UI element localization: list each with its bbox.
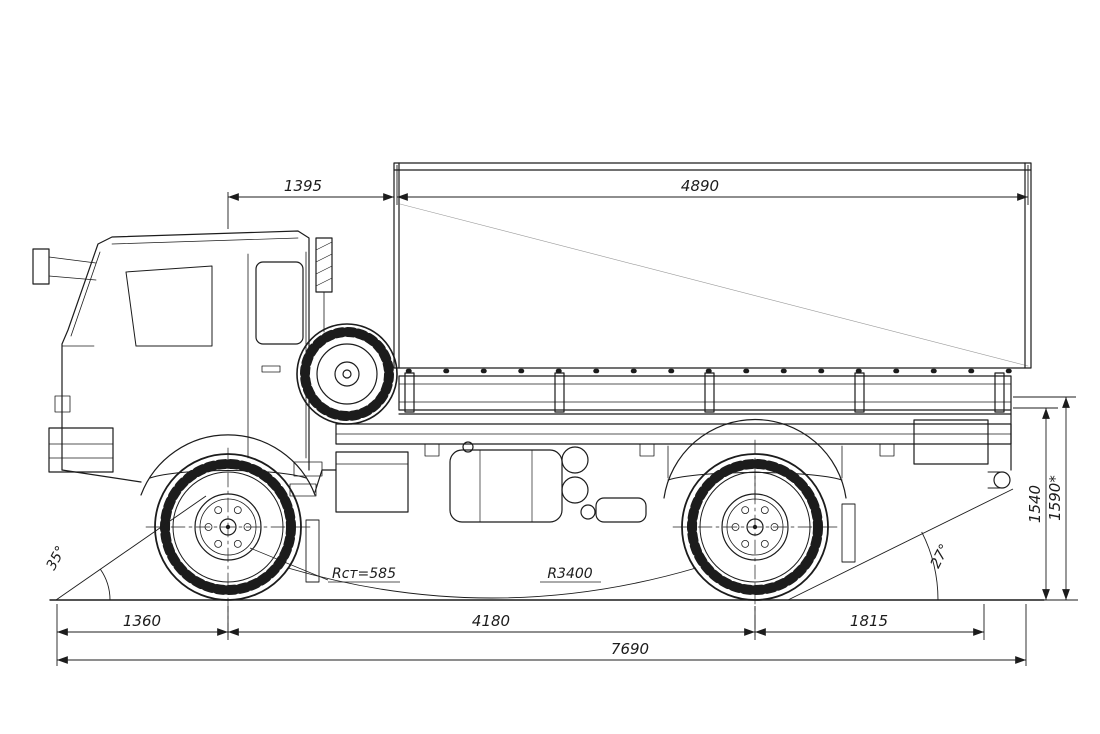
platform-side-board: [398, 372, 1012, 413]
dim-loading-height-unladen: 1590*: [1046, 475, 1064, 521]
front-wheel-arch: [140, 434, 316, 496]
spare-wheel: [296, 323, 398, 425]
tool-box: [335, 451, 409, 513]
front-leaf-spring: [149, 470, 307, 479]
fuel-cap: [462, 441, 474, 453]
cab-step: [293, 461, 323, 477]
door-handle: [261, 365, 281, 373]
static-radius-label: Rст=585: [332, 566, 396, 582]
approach-angle-label: 35°: [44, 543, 70, 572]
dim-wheelbase: 4180: [472, 612, 510, 630]
dim-front-axle-to-platform: 1395: [284, 177, 322, 195]
approach-angle-line: [55, 495, 207, 601]
side-window: [125, 265, 213, 347]
door-window: [255, 261, 304, 345]
fuel-tank: [449, 449, 563, 523]
mirror: [32, 248, 50, 285]
geometry-annotations: [55, 488, 1014, 601]
departure-angle-label: 27°: [928, 541, 954, 570]
approach-angle-arc: [99, 568, 111, 601]
dim-platform-length: 4890: [681, 177, 719, 195]
air-reservoir: [561, 476, 589, 504]
departure-angle-arc: [921, 531, 939, 601]
front-bumper: [48, 427, 114, 473]
truck-outline: [32, 162, 1045, 641]
tow-hook: [993, 471, 1011, 489]
air-reservoir: [561, 446, 589, 474]
headlight: [54, 395, 71, 413]
ramp-radius-label: R3400: [547, 566, 592, 582]
dim-overall-length: 7690: [611, 640, 649, 658]
dim-rear-overhang: 1815: [850, 612, 888, 630]
cab: [32, 230, 337, 497]
front-mudflap: [305, 519, 320, 583]
chassis-components: [149, 419, 1011, 583]
chassis-frame: [335, 409, 1012, 471]
rear-mudguard: [663, 419, 847, 499]
muffler: [595, 497, 647, 523]
dimension-lines: [56, 163, 1078, 666]
dim-front-overhang: 1360: [123, 612, 161, 630]
rear-box: [913, 419, 989, 465]
departure-angle-line: [787, 488, 1014, 601]
behind-cab-equipment: [296, 237, 398, 425]
rear-mudflap: [841, 503, 856, 563]
dim-loading-height: 1540: [1026, 485, 1044, 523]
cargo-platform-tarp: [393, 162, 1032, 374]
